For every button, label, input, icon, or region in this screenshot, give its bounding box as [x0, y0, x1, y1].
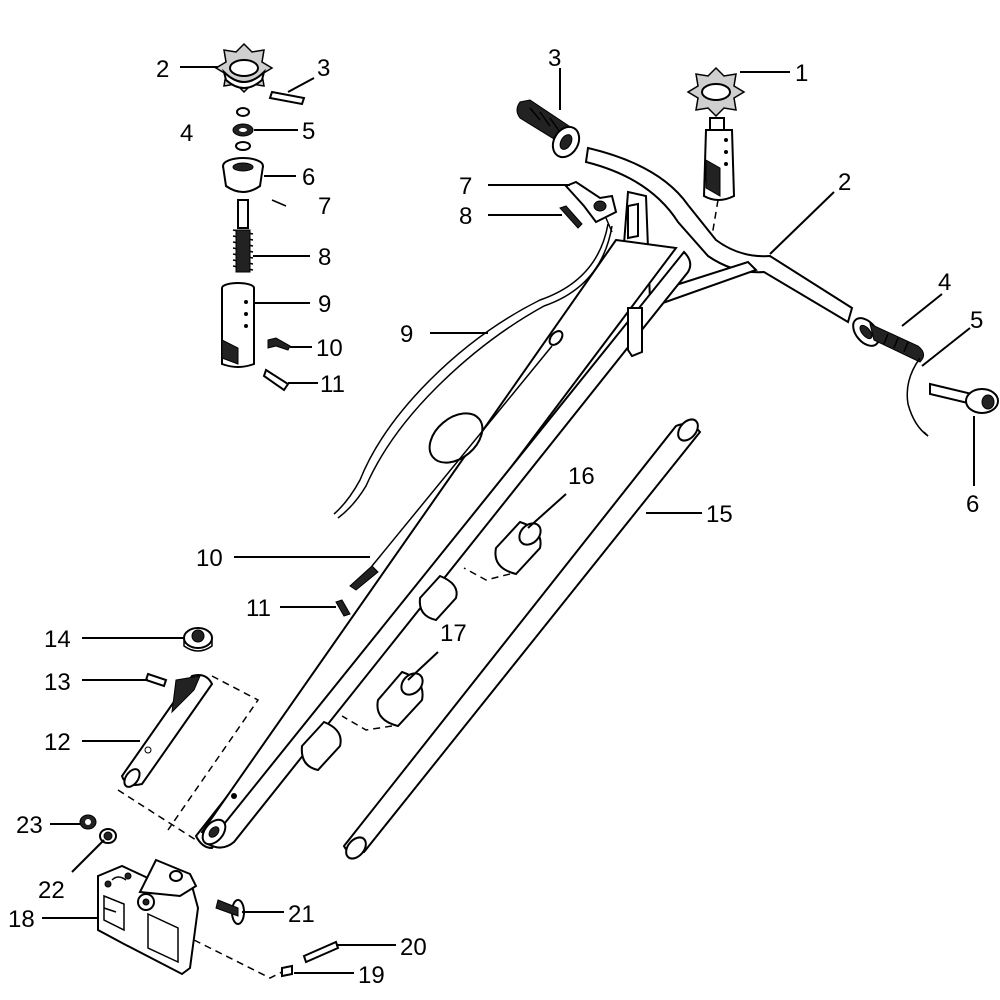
roll-pin-icon [262, 368, 290, 392]
star-knob-icon [214, 42, 274, 94]
callout-21: 21 [288, 901, 315, 928]
small-pin-icon [271, 199, 287, 207]
callout-23: 23 [16, 812, 43, 839]
control-lever-icon [559, 180, 618, 233]
callout-11-left: 11 [320, 371, 345, 398]
callout-2-top: 2 [156, 56, 169, 83]
callout-5-left: 5 [302, 118, 315, 145]
small-roll-pin-icon [335, 599, 351, 617]
bolt-icon [267, 337, 291, 351]
callout-labels: 1 2 2 3 3 4 4 5 5 6 6 7 7 8 8 9 9 10 10 … [8, 45, 983, 989]
callout-7-left: 7 [318, 193, 331, 220]
callout-14: 14 [44, 626, 71, 653]
callout-19: 19 [358, 962, 385, 989]
callout-13: 13 [44, 669, 71, 696]
spring-icon [232, 199, 254, 273]
callout-10-left: 10 [316, 335, 343, 362]
nut-icon [183, 627, 213, 652]
nut-23-icon [79, 814, 97, 830]
callout-10-cable: 10 [196, 545, 223, 572]
callout-4-right: 4 [938, 269, 951, 296]
inner-tube-icon [221, 282, 255, 368]
sleeve-icon [120, 674, 214, 788]
inner-cable-icon [349, 330, 564, 591]
callout-16: 16 [568, 463, 595, 490]
pin-icon [268, 90, 306, 106]
callout-11-pin: 11 [246, 595, 271, 622]
callout-6-right: 6 [966, 491, 979, 518]
washer-icon [232, 107, 254, 151]
main-frame-tube-icon [194, 190, 692, 850]
star-knob-right-icon [686, 66, 746, 237]
bushing-lower-icon [300, 670, 424, 772]
bolt-21-icon [215, 899, 245, 925]
callout-1: 1 [795, 60, 808, 87]
adjuster-stack [214, 42, 306, 392]
throttle-switch-icon [906, 357, 999, 437]
hand-grip-icon [516, 99, 581, 159]
callout-20: 20 [400, 934, 427, 961]
callout-4-left: 4 [180, 120, 193, 147]
callout-17: 17 [440, 620, 467, 647]
callout-18: 18 [8, 906, 35, 933]
callout-8-lever: 8 [459, 203, 472, 230]
mounting-bracket-icon [97, 858, 200, 976]
control-cable-icon [333, 223, 613, 519]
pin-13-icon [144, 672, 168, 688]
callout-3-top: 3 [317, 55, 330, 82]
callout-2-right: 2 [838, 169, 851, 196]
stack-leaders [180, 66, 318, 384]
callout-9-left: 9 [318, 291, 331, 318]
cap-icon [222, 157, 264, 193]
pin-19-icon [281, 964, 293, 978]
nut-22-icon [99, 828, 117, 844]
lower-tube-icon [342, 418, 702, 860]
callout-9-cable: 9 [400, 321, 413, 348]
assembly-line-2 [117, 789, 197, 841]
callout-12: 12 [44, 729, 71, 756]
leader-lines [42, 68, 975, 974]
assembly-line [167, 675, 260, 831]
callout-8-left: 8 [318, 244, 331, 271]
callout-7-lever: 7 [459, 173, 472, 200]
callout-15: 15 [706, 501, 733, 528]
callout-3-grip: 3 [548, 45, 561, 72]
bolt-20-icon [302, 940, 340, 964]
callout-6-left: 6 [302, 164, 315, 191]
callout-22: 22 [38, 877, 65, 904]
hand-grip-right-icon [852, 317, 924, 363]
callout-5-right: 5 [970, 307, 983, 334]
bushing-icon [418, 520, 542, 622]
assembly-line-3 [193, 939, 291, 979]
